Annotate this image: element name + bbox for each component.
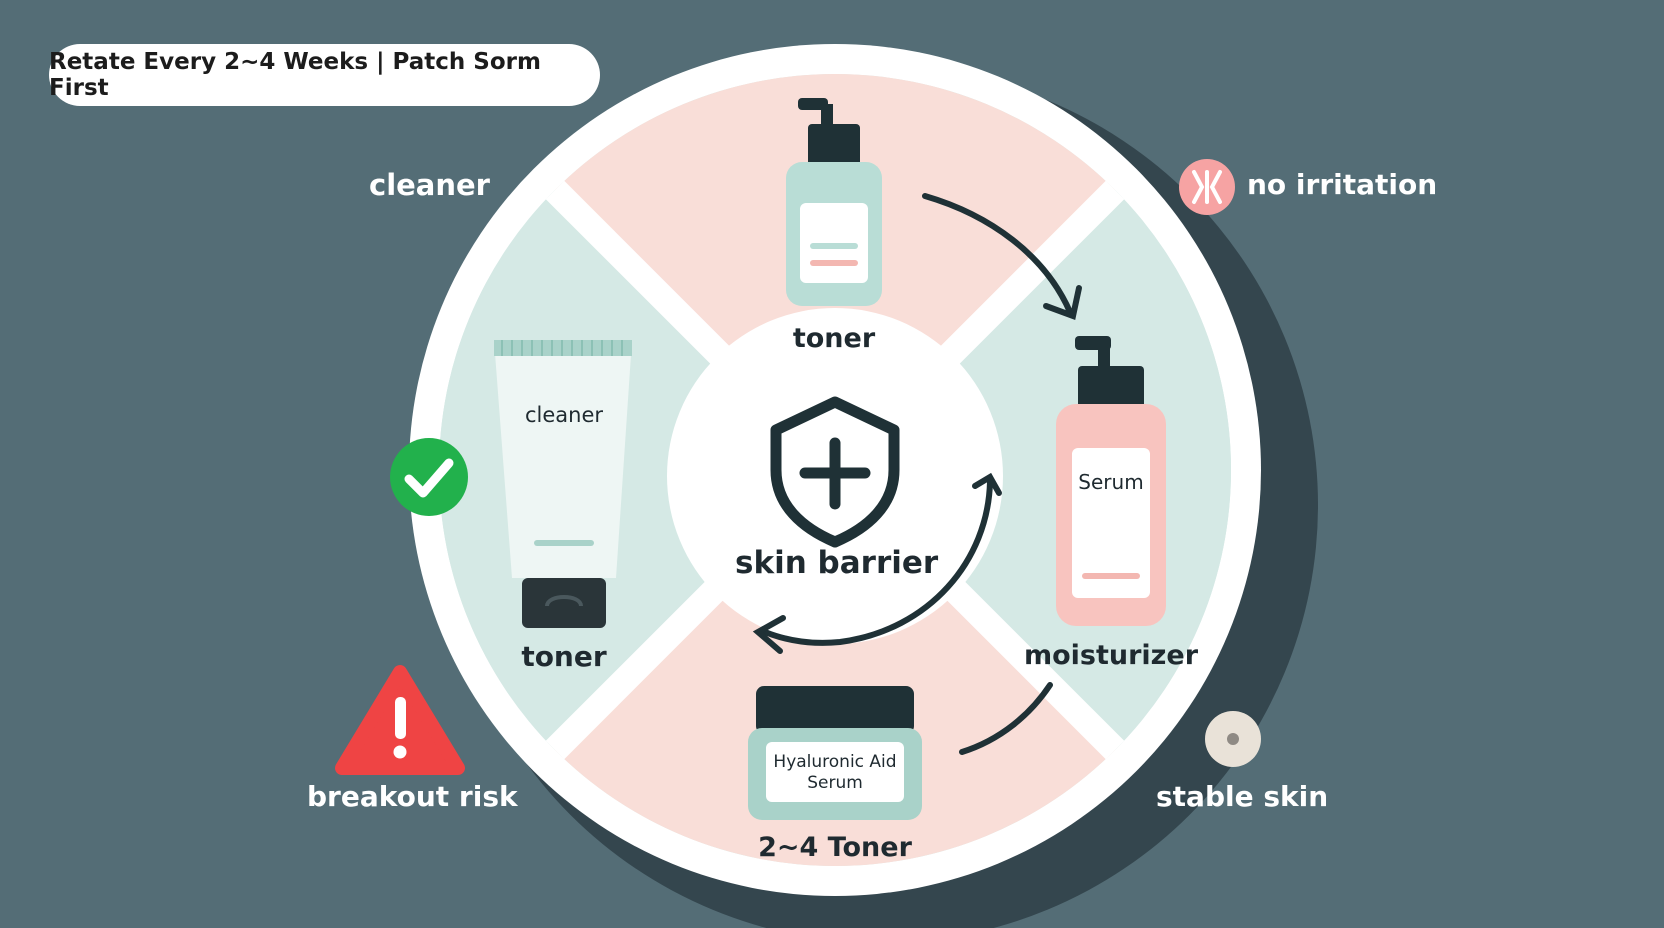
cycle-arrows-icon: [752, 472, 1002, 654]
center-title: skin barrier: [735, 545, 939, 581]
label-stable-skin: stable skin: [1156, 780, 1329, 813]
no-irritation-icon: [1179, 159, 1235, 215]
right-pump-bottle: [1056, 336, 1166, 626]
rotation-banner: Retate Every 2~4 Weeks | Patch Sorm Firs…: [49, 44, 600, 106]
top-pump-bottle: [786, 98, 882, 306]
stable-skin-dot-icon: [1205, 711, 1261, 767]
label-no-irritation: no irritation: [1247, 168, 1438, 201]
label-cleaner: cleaner: [369, 168, 490, 202]
check-icon: [390, 438, 468, 516]
shield-plus-icon: [770, 396, 900, 548]
warning-icon: [335, 665, 465, 775]
left-tube-label: toner: [521, 640, 607, 673]
flow-arrow-bottom-right: [959, 682, 1053, 755]
jar-text-line1: Hyaluronic Aid: [773, 752, 897, 772]
bottom-jar: [748, 686, 922, 820]
left-tube: [494, 340, 632, 628]
right-bottle-text: Serum: [1078, 470, 1144, 494]
jar-label: 2~4 Toner: [758, 832, 912, 863]
flow-arrow-top-right: [922, 193, 1082, 321]
top-bottle-label: toner: [792, 323, 876, 354]
label-breakout-risk: breakout risk: [307, 780, 518, 813]
jar-text-line2: Serum: [807, 773, 863, 793]
left-tube-text: cleaner: [524, 403, 604, 427]
right-bottle-label: moisturizer: [1023, 640, 1199, 671]
segment-bottom: [555, 470, 1115, 866]
